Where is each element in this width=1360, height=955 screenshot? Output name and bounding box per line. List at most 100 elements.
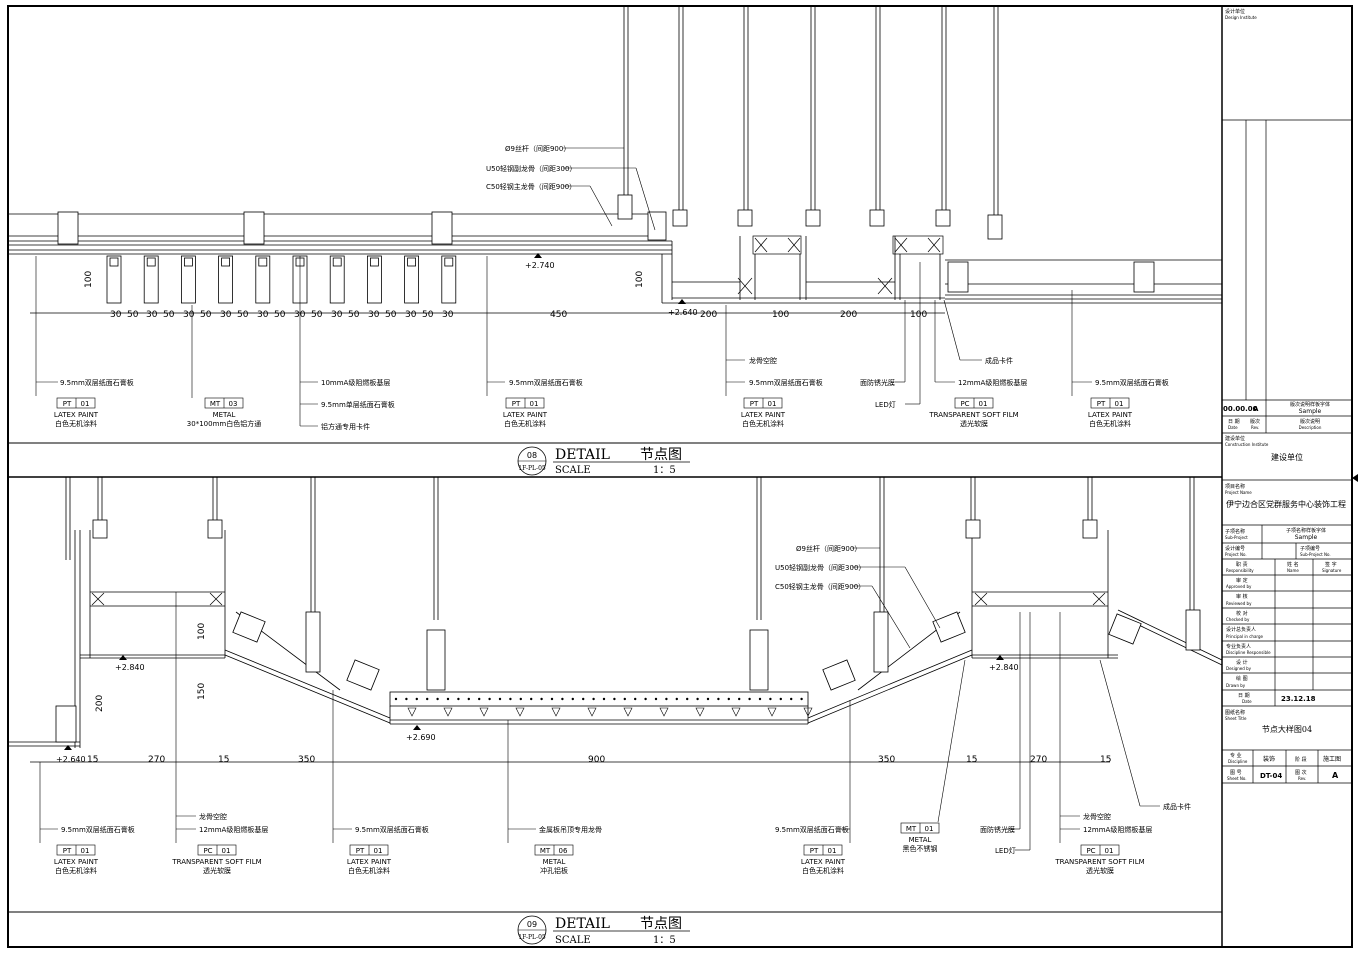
batten-clip <box>258 257 268 267</box>
perforation-dot <box>602 697 606 701</box>
perforation-dot <box>634 697 637 701</box>
perforation-dot <box>706 697 710 701</box>
dim-09-8: 15 <box>1100 755 1111 765</box>
detail-08-scale-value: 1：5 <box>653 465 676 476</box>
perforation-dot <box>696 697 699 701</box>
svg-text:PT: PT <box>63 400 72 408</box>
perforation-dot <box>686 697 689 701</box>
dim-08-4: 30 <box>183 310 195 320</box>
title-block-text: 设计单位 Design Institute 00.00.00 A 版次说明样板字… <box>1223 8 1346 781</box>
dim-08-17: 50 <box>422 310 434 320</box>
aluminium-batten <box>143 255 159 304</box>
callout-09-c50: C50轻钢主龙骨（间距900） <box>775 582 865 591</box>
tb-design-institute-en: Design Institute <box>1225 15 1257 20</box>
dim-08-16: 30 <box>405 310 417 320</box>
tb-role-0-en: Approved by <box>1226 584 1252 589</box>
tb-role-3-cn: 设计总负责人 <box>1226 626 1256 633</box>
tb-design-institute-cn: 设计单位 <box>1225 8 1245 15</box>
svg-text:01: 01 <box>768 400 777 408</box>
detail-08-number: 08 <box>527 451 537 460</box>
led-light-icon <box>515 707 525 717</box>
perforation-dot <box>758 697 762 701</box>
svg-text:01: 01 <box>1115 400 1124 408</box>
svg-text:LATEX PAINT: LATEX PAINT <box>741 411 786 419</box>
perforation-dot <box>738 697 741 701</box>
svg-text:30*100mm白色铝方通: 30*100mm白色铝方通 <box>187 419 261 428</box>
perforation-dot <box>519 697 522 701</box>
tb-project-name-value: 伊宁边合区党群服务中心装饰工程 <box>1226 499 1346 509</box>
perforation-dot <box>446 697 450 701</box>
tb-project-no-cn: 设计编号 <box>1225 545 1245 552</box>
aluminium-batten <box>180 255 196 304</box>
batten-clip <box>109 257 119 267</box>
callout-08-rod: Ø9丝杆（间距900） <box>505 144 570 153</box>
tb-role-1-en: Reviewed by <box>1226 601 1252 606</box>
svg-text:白色无机涂料: 白色无机涂料 <box>55 866 97 875</box>
svg-text:TRANSPARENT SOFT FILM: TRANSPARENT SOFT FILM <box>928 411 1018 419</box>
dim-08-15: 50 <box>385 310 397 320</box>
led-light-icon <box>731 707 741 717</box>
detail-08-ref: 1F-PL-05 <box>518 465 546 472</box>
tb-discipline-value: 装饰 <box>1263 755 1275 763</box>
led-light-icon <box>479 707 489 717</box>
led-light-icon <box>767 707 777 717</box>
tb-revision-desc-cn: 版次说明样板字体 <box>1290 401 1330 408</box>
callout-09-u50: U50轻钢副龙骨（间距300） <box>775 563 865 572</box>
dim-09-1: 270 <box>148 755 165 765</box>
tb-role-3-en: Principal in charge <box>1226 634 1264 639</box>
svg-text:PT: PT <box>512 400 521 408</box>
batten-clip <box>332 257 342 267</box>
tb-role-2-cn: 校 对 <box>1236 610 1248 617</box>
tb-sign-cn: 签 字 <box>1325 561 1337 568</box>
note-08-6: 龙骨空腔 <box>749 356 777 365</box>
tb-sub-project-value-cn: 子项名称样板字体 <box>1286 527 1326 534</box>
perforation-dot <box>717 697 720 701</box>
tb-sheet-no-value: DT-04 <box>1260 772 1282 780</box>
svg-text:LATEX PAINT: LATEX PAINT <box>54 411 99 419</box>
svg-text:PC: PC <box>203 847 212 855</box>
dim-08-22: 200 <box>840 310 857 320</box>
svg-text:透光软膜: 透光软膜 <box>1086 866 1114 875</box>
dim-08-5: 50 <box>200 310 212 320</box>
svg-text:冲孔铝板: 冲孔铝板 <box>540 866 568 875</box>
perforation-dot <box>540 697 543 701</box>
dim-08-2: 30 <box>146 310 158 320</box>
detail-09-number: 09 <box>527 920 537 929</box>
svg-text:01: 01 <box>374 847 383 855</box>
perforation-dot <box>592 697 595 701</box>
tb-rev2-en: Rev. <box>1298 776 1306 781</box>
tb-sign-en: Signature <box>1322 568 1342 573</box>
title-block <box>1222 119 1352 784</box>
svg-text:白色无机涂料: 白色无机涂料 <box>802 866 844 875</box>
perforated-panel <box>394 697 813 717</box>
note-08-10: 12mmA级阻燃板基层 <box>958 378 1027 387</box>
dim-08-1: 50 <box>127 310 139 320</box>
dim-08-9: 50 <box>274 310 286 320</box>
tb-revision-no: A <box>1253 405 1259 413</box>
perforation-dot <box>478 697 481 701</box>
perforation-dot <box>779 697 782 701</box>
callouts-08 <box>563 147 656 231</box>
tb-stage-cn: 阶 段 <box>1295 756 1307 763</box>
dimensions-09: 15 270 15 350 900 350 15 270 15 100 150 … <box>87 623 1111 765</box>
tb-sheet-no-cn: 图 号 <box>1230 770 1242 776</box>
tb-stage-value: 施工图 <box>1323 755 1341 763</box>
dim-08-v1: 100 <box>635 271 645 288</box>
tb-date-en: Date <box>1228 425 1238 430</box>
dim-08-21: 100 <box>772 310 789 320</box>
tb-role-1-cn: 审 核 <box>1236 593 1248 600</box>
dim-08-0: 30 <box>110 310 122 320</box>
dim-08-19: 450 <box>550 310 567 320</box>
note-08-12: 9.5mm双层纸面石膏板 <box>1095 378 1169 387</box>
note-08-5: 9.5mm双层纸面石膏板 <box>509 378 583 387</box>
perforation-dot <box>436 697 439 701</box>
tb-date-row-cn: 日 期 <box>1238 693 1250 699</box>
dim-08-23: 100 <box>910 310 927 320</box>
dim-09-v1: 150 <box>197 683 207 700</box>
svg-text:PT: PT <box>63 847 72 855</box>
dim-09-v0: 100 <box>197 623 207 640</box>
